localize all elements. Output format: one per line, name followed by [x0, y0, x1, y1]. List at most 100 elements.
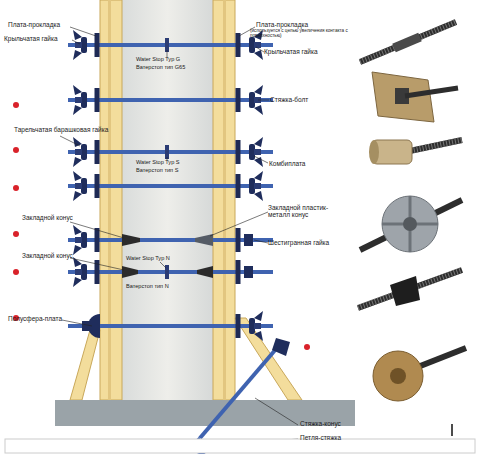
part-label: Ватерстоп тип N: [126, 283, 206, 289]
part-label: Плата-прокладка: [256, 21, 336, 28]
tie-plate: [236, 33, 241, 57]
part-label: Плата-прокладка: [8, 21, 78, 28]
tie-plate: [95, 174, 100, 198]
rebar-ribs: [358, 270, 462, 308]
tie-plate: [236, 88, 241, 112]
water-stop: [165, 38, 169, 52]
leader-line: [255, 398, 298, 425]
plate-spokes: [382, 196, 438, 252]
part-label: Полусфера-плата: [8, 315, 78, 322]
embedded-cone: [197, 266, 213, 278]
leader-line: [72, 40, 80, 44]
tie-plate: [236, 260, 241, 284]
wing-nut: [73, 137, 87, 167]
part-label: Ватерстоп тип G65: [136, 64, 216, 70]
red-dot: [13, 231, 19, 237]
tie-plate: [236, 314, 241, 338]
leader-line: [70, 27, 96, 36]
formwork-panel: [100, 0, 122, 400]
plate-hub: [403, 217, 417, 231]
part-label: Water Stop Typ N: [126, 255, 206, 261]
embedded-cone: [122, 234, 140, 246]
formwork-brace: [70, 330, 100, 400]
part-label: Крыльчатая гайка: [264, 48, 344, 55]
tie-plate: [236, 228, 241, 252]
leader-line: [70, 258, 124, 270]
plate-hub: [390, 368, 406, 384]
wood-grain: [108, 0, 111, 400]
formwork-panel: [213, 0, 235, 400]
wing-nut: [73, 225, 87, 255]
leader-line: [70, 222, 124, 238]
tie-cone: [272, 338, 290, 356]
part-label: Шестигранная гайка: [268, 239, 358, 246]
tie-rods: [68, 43, 273, 328]
part-label: Ватерстоп тип S: [136, 167, 216, 173]
wing-nut: [73, 30, 87, 60]
cursor-mark: [451, 424, 453, 436]
rebar-rod: [358, 270, 462, 308]
blank-panel: [5, 439, 475, 453]
part-label: Закладной конус: [22, 252, 94, 259]
wing-nut: [249, 137, 263, 167]
water-stop: [165, 145, 169, 159]
part-label: Закладной конус: [22, 214, 94, 221]
tie-plates: [95, 33, 241, 338]
leader-line: [256, 47, 264, 52]
tie-plate: [236, 174, 241, 198]
tie-plate: [236, 140, 241, 164]
rebar-rod: [405, 88, 458, 96]
tie-plate: [95, 88, 100, 112]
rebar-ribs: [405, 140, 462, 152]
rebar-rod: [405, 140, 462, 152]
product-photos: [358, 22, 466, 401]
hex-nut: [244, 234, 253, 246]
combi-plate-photo: [382, 196, 438, 252]
wing-nuts: [73, 30, 263, 341]
plate-photo: [372, 72, 434, 122]
red-dot: [13, 269, 19, 275]
embedded-cone: [122, 266, 138, 278]
leader-line: [62, 320, 92, 326]
cone-photo: [390, 276, 420, 306]
red-dots: [13, 102, 310, 350]
leader-line: [258, 100, 269, 101]
part-label: Закладной пластик-металл конус: [268, 204, 350, 218]
part-label: Стяжка-конус: [300, 420, 370, 427]
wing-nut: [73, 85, 87, 115]
part-label: Крыльчатая гайка: [4, 35, 78, 42]
red-dot: [304, 344, 310, 350]
leader-line: [210, 212, 268, 236]
leader-line: [167, 50, 168, 57]
cylinder-end: [369, 140, 379, 164]
hex-nut: [82, 321, 96, 331]
leader-line: [160, 262, 166, 268]
part-label: Стяжка-болт: [270, 96, 340, 103]
wood-grain: [223, 0, 226, 400]
rebar-ribs: [360, 22, 456, 62]
part-label: Water Stop Typ G: [136, 56, 216, 62]
wing-nut: [73, 171, 87, 201]
leader-line: [254, 240, 268, 243]
part-label: Water Stop Typ S: [136, 159, 216, 165]
water-stop: [165, 265, 169, 279]
red-dot: [13, 147, 19, 153]
hex-nut: [244, 266, 253, 278]
wing-nut: [249, 171, 263, 201]
red-dot: [13, 102, 19, 108]
part-label: Петля-стяжка: [300, 434, 370, 441]
part-label: Комбиплата: [269, 160, 339, 167]
leader-lines: [60, 27, 298, 446]
part-label: Тарельчатая барашковая гайка: [14, 126, 114, 133]
tie-plate: [95, 140, 100, 164]
tie-plate: [95, 33, 100, 57]
red-dot: [13, 185, 19, 191]
coupler: [394, 37, 420, 48]
wing-nut: [249, 311, 263, 341]
rebar-rod: [360, 22, 456, 62]
loop-tie: [200, 342, 282, 438]
tie-plate: [95, 228, 100, 252]
